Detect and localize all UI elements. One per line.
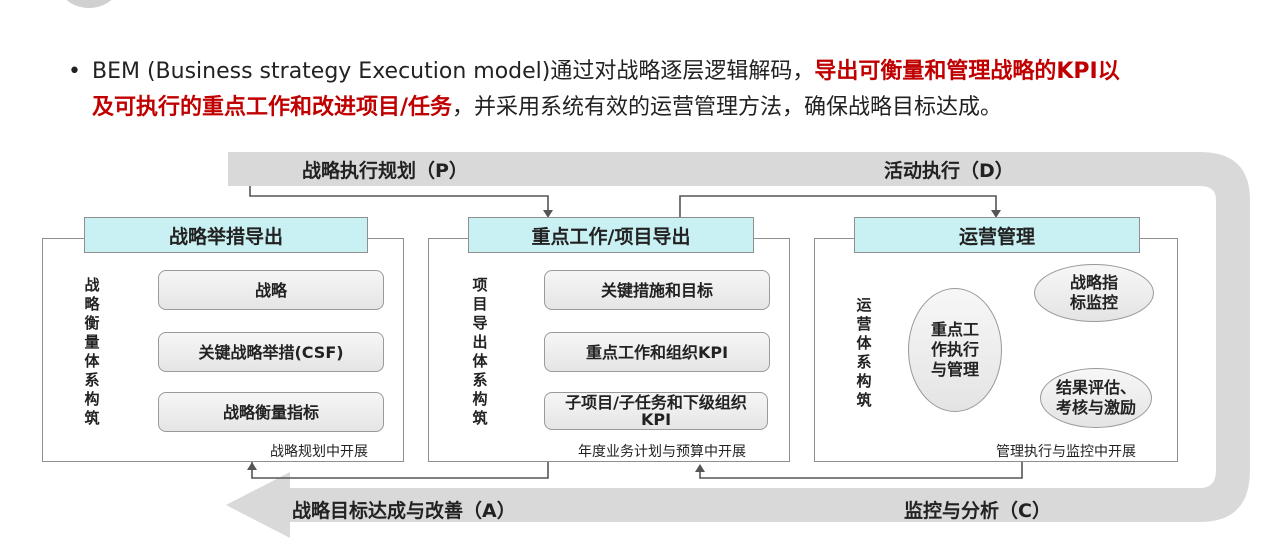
intro-line-1: • BEM (Business strategy Execution model)… (68, 54, 1248, 90)
phase-check-label: 监控与分析（C） (904, 500, 1051, 522)
panel-1-box-3: 战略衡量指标 (158, 392, 384, 432)
connector-plan-to-panel2 (249, 186, 549, 212)
top-loop-band (226, 152, 1250, 538)
intro-text-red-1: 导出可衡量和管理战略的KPI以 (814, 59, 1120, 84)
panel-3-title: 运营管理 (854, 217, 1140, 253)
panel-2-footer: 年度业务计划与预算中开展 (578, 444, 746, 460)
connector-plan-to-panel2-head (543, 210, 553, 218)
panel-1-title: 战略举措导出 (84, 217, 368, 253)
intro-line-2: 及可执行的重点工作和改进项目/任务，并采用系统有效的运营管理方法，确保战略目标达… (68, 90, 1248, 126)
panel-1-side-label: 战略衡量体系构筑 (84, 276, 100, 427)
intro-paragraph: • BEM (Business strategy Execution model)… (68, 54, 1248, 126)
bullet: • (68, 59, 81, 84)
panel-3-bottom-node: 结果评估、考核与激励 (1040, 368, 1152, 428)
panel-2-box-1: 关键措施和目标 (544, 270, 770, 310)
connector-bottom-left (251, 462, 549, 479)
panel-2-title: 重点工作/项目导出 (468, 217, 754, 253)
connector-panel2-to-panel3 (679, 195, 997, 218)
panel-2-side-label: 项目导出体系构筑 (472, 276, 488, 427)
panel-2-box-3: 子项目/子任务和下级组织KPI (544, 392, 768, 430)
connector-bottom-right (699, 462, 1023, 479)
phase-act-label: 战略目标达成与改善（A） (292, 500, 516, 522)
panel-2-box-2: 重点工作和组织KPI (544, 332, 770, 372)
connector-bottom-left-head (247, 462, 257, 470)
panel-1-footer: 战略规划中开展 (270, 444, 368, 460)
panel-3-side-label: 运营体系构筑 (856, 296, 872, 409)
phase-do-label: 活动执行（D） (884, 160, 1014, 182)
panel-3-top-node: 战略指标监控 (1034, 264, 1154, 322)
connector-panel2-to-panel3-head (991, 210, 1001, 218)
panel-3-footer: 管理执行与监控中开展 (996, 444, 1136, 460)
panel-3-center-node: 重点工作执行与管理 (908, 288, 1002, 412)
panel-1-box-1: 战略 (158, 270, 384, 310)
intro-text-plain-2: ，并采用系统有效的运营管理方法，确保战略目标达成。 (452, 95, 1003, 120)
connector-bottom-right-head (695, 464, 705, 472)
corner-decoration (58, 0, 120, 8)
phase-plan-label: 战略执行规划（P） (302, 160, 468, 182)
intro-text-plain-1: BEM (Business strategy Execution model)通… (92, 59, 815, 84)
intro-text-red-2: 及可执行的重点工作和改进项目/任务 (92, 95, 453, 120)
panel-1-box-2: 关键战略举措(CSF) (158, 332, 384, 372)
